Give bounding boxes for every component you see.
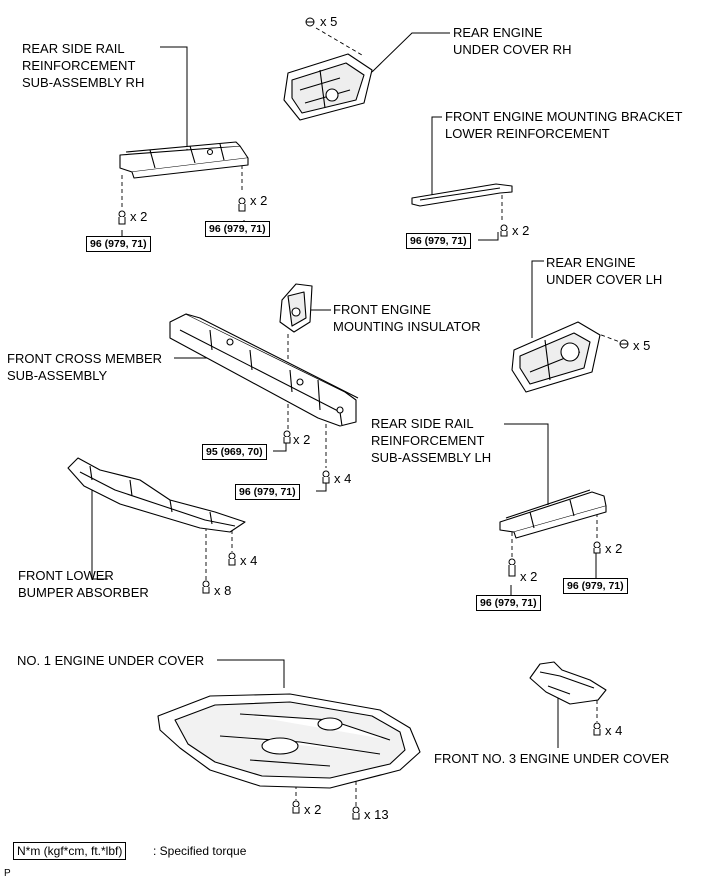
count-x5-lh: x 5: [633, 338, 651, 353]
count-x2-no1: x 2: [304, 802, 322, 817]
leader-front-lower-bumper: [91, 490, 108, 580]
bolt-no3: [593, 722, 601, 736]
no1-under-cover-part: [157, 693, 421, 789]
leader-rear-side-rail-lh: [504, 423, 549, 505]
count-x8-bumper: x 8: [214, 583, 232, 598]
front-cross-member-part: [169, 313, 359, 427]
torque-box-cross-b: 96 (979, 71): [235, 484, 300, 500]
bolt-bumper-b: [202, 580, 210, 594]
count-x4-no3: x 4: [605, 723, 623, 738]
legend-torque-unit-box: N*m (kgf*cm, ft.*lbf): [13, 842, 127, 860]
count-x2-bracket: x 2: [512, 223, 530, 238]
leader-rear-engine-under-cover-rh: [371, 32, 450, 73]
label-rear-side-rail-lh: REAR SIDE RAIL REINFORCEMENT SUB-ASSEMBL…: [371, 416, 492, 465]
bolt-cross-a: [283, 430, 291, 444]
leader-rear-engine-under-cover-lh: [531, 260, 544, 338]
label-front-cross-member: FRONT CROSS MEMBER SUB-ASSEMBLY: [7, 351, 163, 383]
count-x2-lh-left: x 2: [520, 569, 538, 584]
bolt-rh-left: [118, 210, 126, 225]
rear-side-rail-lh-part: [499, 489, 607, 539]
rear-engine-under-cover-rh-part: [283, 53, 373, 121]
count-x4-cross: x 4: [334, 471, 352, 486]
label-rear-engine-under-cover-rh: REAR ENGINE UNDER COVER RH: [453, 25, 572, 57]
bolt-rh-right: [238, 197, 246, 212]
bracket-part: [411, 183, 513, 207]
count-x2-rh-left: x 2: [130, 209, 148, 224]
label-front-lower-bumper-absorber: FRONT LOWER BUMPER ABSORBER: [18, 568, 149, 600]
label-rear-side-rail-rh: REAR SIDE RAIL REINFORCEMENT SUB-ASSEMBL…: [22, 41, 145, 90]
torque-box-bracket: 96 (979, 71): [406, 233, 471, 249]
bolt-lh-left: [508, 558, 516, 577]
count-x2-cross: x 2: [293, 432, 311, 447]
torque-box-rh-right: 96 (979, 71): [205, 221, 270, 237]
bolt-lh-right: [593, 541, 601, 554]
count-x13-no1: x 13: [364, 807, 389, 822]
bolt-bumper-a: [228, 552, 236, 566]
rear-side-rail-rh-part: [119, 141, 249, 179]
clip-lh: [619, 339, 629, 349]
bolt-no1-b: [352, 806, 360, 820]
rear-engine-under-cover-lh-part: [511, 321, 601, 393]
count-x4-bumper: x 4: [240, 553, 258, 568]
legend-text: : Specified torque: [153, 844, 247, 858]
leader-rear-side-rail-rh: [160, 46, 188, 150]
no3-under-cover-part: [529, 661, 607, 705]
torque-box-rh-left: 96 (979, 71): [86, 236, 151, 252]
count-x5-top: x 5: [320, 14, 338, 29]
bolt-no1-a: [292, 800, 300, 814]
bolt-cross-b: [322, 470, 330, 484]
label-no1-engine-under-cover: NO. 1 ENGINE UNDER COVER: [17, 653, 205, 668]
leader-front-engine-bracket: [431, 116, 442, 197]
bolt-bracket: [500, 224, 508, 237]
count-x2-lh-right: x 2: [605, 541, 623, 556]
label-front-engine-mounting-bracket: FRONT ENGINE MOUNTING BRACKET LOWER REIN…: [445, 109, 683, 141]
leader-no1-under-cover: [217, 659, 285, 688]
engine-insulator-part: [279, 283, 313, 333]
clip-top: [305, 17, 315, 27]
torque-box-lh-left: 96 (979, 71): [476, 595, 541, 611]
label-front-engine-mounting-insulator: FRONT ENGINE MOUNTING INSULATOR: [333, 302, 481, 334]
torque-box-cross-a: 95 (969, 70): [202, 444, 267, 460]
corner-mark: P: [4, 868, 11, 879]
label-rear-engine-under-cover-lh: REAR ENGINE UNDER COVER LH: [546, 255, 663, 287]
torque-box-lh-right: 96 (979, 71): [563, 578, 628, 594]
bumper-absorber-part: [67, 457, 246, 533]
count-x2-rh-right: x 2: [250, 193, 268, 208]
label-front-no3-engine-under-cover: FRONT NO. 3 ENGINE UNDER COVER: [434, 751, 670, 766]
